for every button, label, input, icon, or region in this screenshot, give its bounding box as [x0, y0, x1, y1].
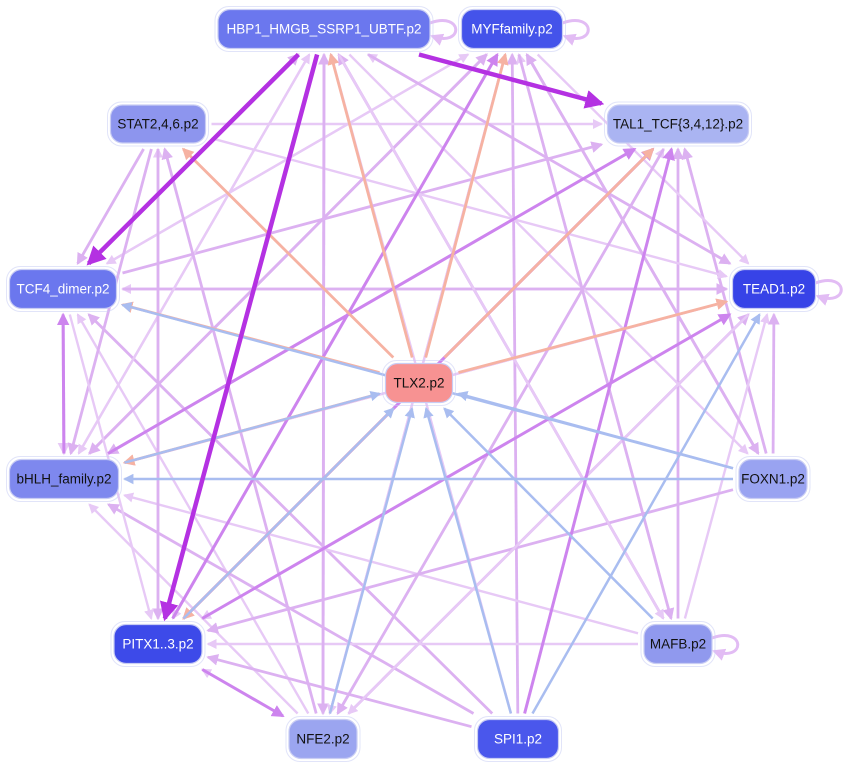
node-spi1[interactable]: SPI1.p2	[474, 716, 562, 762]
node-tal1[interactable]: TAL1_TCF{3,4,12}.p2	[604, 101, 752, 147]
node-mafb[interactable]: MAFB.p2	[640, 621, 716, 667]
node-stat[interactable]: STAT2,4,6.p2	[107, 101, 209, 147]
node-halo	[110, 621, 206, 667]
node-box	[384, 362, 454, 404]
node-box	[738, 458, 808, 500]
node-hbp1[interactable]: HBP1_HMGB_SSRP1_UBTF.p2	[214, 6, 434, 52]
edge-layer	[56, 52, 780, 729]
edge-spi1-tcf4	[87, 313, 494, 715]
node-halo	[640, 621, 716, 667]
self-loop-layer	[429, 19, 843, 661]
edge-hbp1-tal1	[418, 52, 605, 109]
edge-spi1-tead1	[531, 313, 761, 715]
edge-tlx2-myf	[424, 52, 509, 358]
self-loop-mafb	[711, 634, 740, 661]
node-halo	[285, 716, 361, 762]
node-box	[476, 718, 560, 760]
edge-mafb-tlx2	[443, 407, 654, 620]
node-box	[643, 623, 713, 665]
edge-tcf4-tal1	[122, 141, 604, 275]
edge-hbp1-tcf4	[86, 52, 300, 266]
edge-pitx-tlx2	[182, 407, 395, 620]
edge-hbp1-mafb	[337, 53, 665, 620]
node-tcf4[interactable]: TCF4_dimer.p2	[6, 266, 120, 312]
node-halo	[729, 266, 819, 312]
edge-hbp1-nfe2	[317, 54, 329, 716]
edge-bhlh-tal1	[107, 147, 637, 455]
node-box	[606, 104, 750, 144]
edge-stat-tcf4	[76, 148, 145, 266]
edge-tlx2-stat	[181, 147, 395, 359]
edge-hbp1-tead1	[367, 53, 732, 265]
node-box	[109, 104, 207, 144]
edge-foxn1-tead1	[767, 312, 780, 454]
node-halo	[214, 6, 434, 52]
edge-spi1-myf	[506, 52, 520, 714]
node-halo	[6, 266, 120, 312]
node-nfe2[interactable]: NFE2.p2	[285, 716, 361, 762]
node-tlx2[interactable]: TLX2.p2	[382, 360, 456, 406]
edge-pitx-nfe2	[201, 668, 285, 718]
node-halo	[735, 456, 811, 502]
edge-tal1-nfe2	[336, 148, 665, 716]
node-tead1[interactable]: TEAD1.p2	[729, 266, 819, 312]
node-foxn1[interactable]: FOXN1.p2	[735, 456, 811, 502]
self-loop-myf	[562, 19, 590, 46]
node-halo	[458, 6, 566, 52]
node-halo	[107, 101, 209, 147]
edge-hbp1-pitx	[159, 53, 320, 622]
node-box	[731, 268, 817, 310]
node-bhlh[interactable]: bHLH_family.p2	[6, 456, 122, 502]
self-loop-tead1	[815, 279, 843, 306]
edge-pitx-myf	[171, 52, 499, 620]
self-loop-hbp1	[429, 19, 458, 46]
edge-spi1-pitx	[206, 654, 472, 729]
node-pitx[interactable]: PITX1..3.p2	[110, 621, 206, 667]
node-halo	[6, 456, 122, 502]
edge-tlx2-tal1	[443, 147, 655, 359]
node-halo	[382, 360, 456, 406]
edge-bhlh-tlx2	[124, 390, 382, 464]
edge-bhlh-tcf4	[56, 312, 70, 454]
edge-pitx-tead1	[201, 313, 732, 620]
node-box	[460, 8, 564, 50]
node-myf[interactable]: MYFfamily.p2	[458, 6, 566, 52]
node-halo	[604, 101, 752, 147]
node-box	[8, 268, 118, 310]
node-box	[288, 718, 358, 760]
node-box	[8, 458, 120, 500]
node-halo	[474, 716, 562, 762]
edge-tlx2-hbp1	[327, 52, 414, 358]
node-box	[113, 623, 203, 665]
edge-tlx2-tead1	[458, 298, 729, 374]
node-box	[217, 8, 431, 50]
edge-spi1-tlx2	[423, 406, 513, 714]
edge-nfe2-tlx2	[328, 406, 415, 714]
